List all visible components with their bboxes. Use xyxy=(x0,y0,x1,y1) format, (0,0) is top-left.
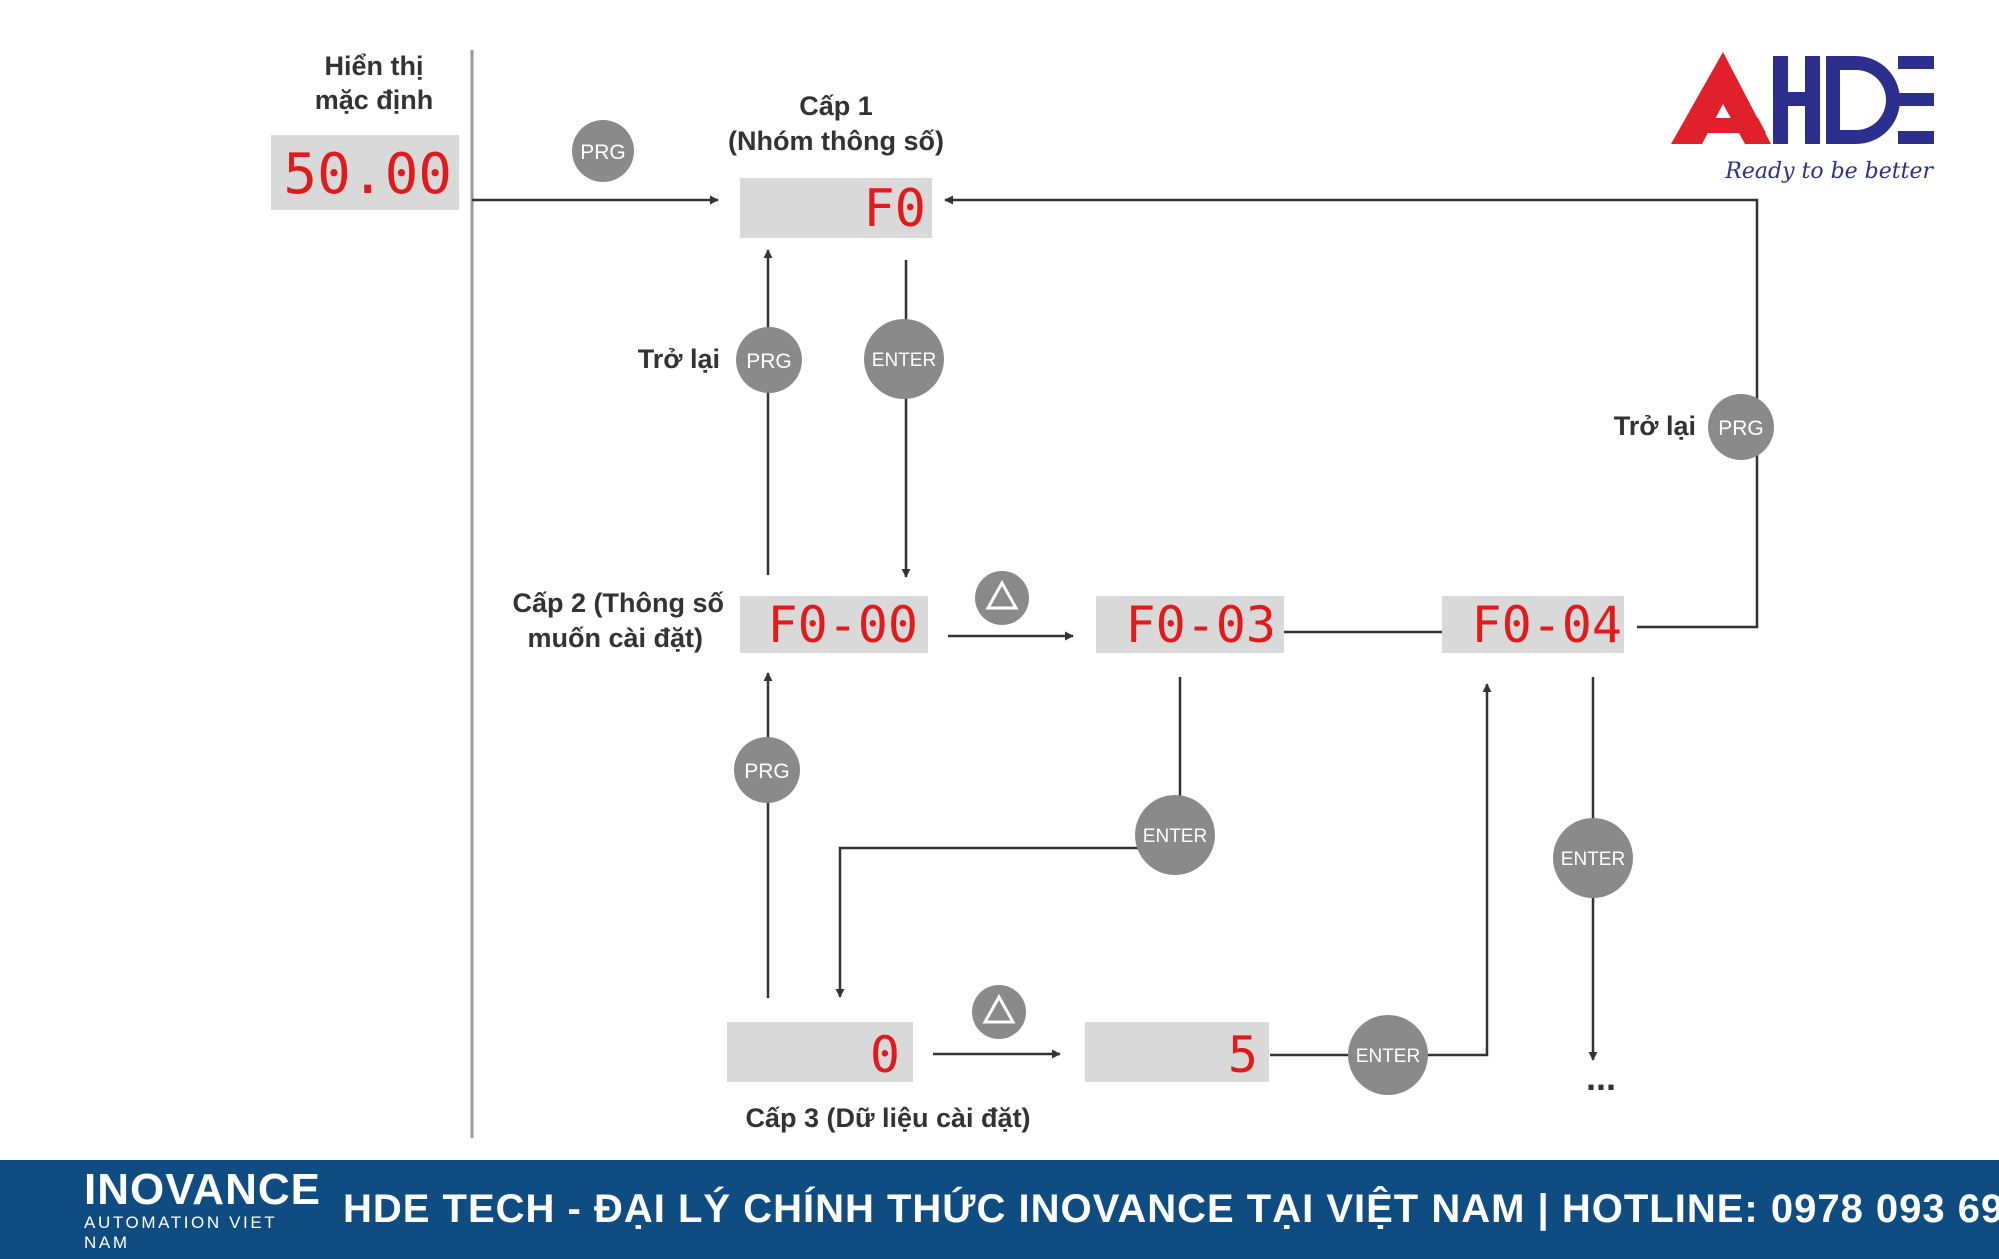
prg-button-data-back-circle xyxy=(734,737,800,803)
enter-button-data-circle xyxy=(1348,1015,1428,1095)
display-default-panel xyxy=(271,135,459,210)
level1-label-line1: Cấp 1 xyxy=(799,91,873,121)
display-default-value: 50.00 xyxy=(283,142,452,207)
enter-button-f0-04-label: ENTER xyxy=(1561,849,1625,870)
enter-button-data[interactable]: ENTER xyxy=(1348,1015,1428,1095)
arrow-data-enter-to-f0-04 xyxy=(1270,683,1492,1057)
logo-e-top xyxy=(1898,56,1934,69)
display-f0-00-value: F0-00 xyxy=(767,596,918,654)
enter-button-f0-03-label: ENTER xyxy=(1143,826,1207,847)
display-f0-03: F0-03 xyxy=(1096,596,1284,654)
continuation-ellipsis: ... xyxy=(1586,1057,1616,1098)
back-label-right: Trở lại xyxy=(1614,411,1696,441)
prg-button-data-back[interactable]: PRG xyxy=(734,737,800,803)
logo-e-mid xyxy=(1898,93,1934,106)
prg-button-top-label: PRG xyxy=(580,141,626,164)
display-data-5-value: 5 xyxy=(1228,1026,1258,1084)
level3-label: Cấp 3 (Dữ liệu cài đặt) xyxy=(745,1103,1030,1133)
logo-a-crossbar xyxy=(1692,118,1766,133)
display-f0-03-panel xyxy=(1096,596,1284,653)
display-f0-04-panel xyxy=(1442,596,1624,653)
display-data-0-panel xyxy=(727,1022,913,1082)
prg-button-back-left-circle xyxy=(736,327,802,393)
logo-h-right xyxy=(1805,56,1820,144)
logo-d-shape xyxy=(1826,56,1900,144)
enter-button-level1[interactable]: ENTER xyxy=(864,319,944,399)
display-f0-03-value: F0-03 xyxy=(1125,596,1276,654)
prg-button-back-left-label: PRG xyxy=(746,350,792,373)
footer-tagline: HDE TECH - ĐẠI LÝ CHÍNH THỨC INOVANCE TẠ… xyxy=(342,1187,1999,1231)
default-display-label-line2: mặc định xyxy=(315,85,434,115)
menu-flow-diagram: Hiển thị mặc định Cấp 1 (Nhóm thông số) … xyxy=(271,50,1934,1138)
footer-brand-sub: AUTOMATION VIET NAM xyxy=(84,1212,277,1252)
display-level1-value: F0 xyxy=(863,179,926,239)
display-f0-00-panel xyxy=(740,596,928,653)
logo-e-bot xyxy=(1898,131,1934,144)
enter-button-f0-04-circle xyxy=(1553,818,1633,898)
enter-button-f0-04[interactable]: ENTER xyxy=(1553,818,1633,898)
up-button-level2-circle xyxy=(975,571,1029,625)
enter-button-f0-03[interactable]: ENTER xyxy=(1135,795,1215,875)
level2-label-line1: Cấp 2 (Thông số xyxy=(513,588,725,618)
logo-slogan: Ready to be better xyxy=(1724,159,1934,184)
back-label-left: Trở lại xyxy=(638,344,720,374)
enter-button-f0-03-circle xyxy=(1135,795,1215,875)
up-button-level2[interactable] xyxy=(975,571,1029,625)
level2-label-line2: muốn cài đặt) xyxy=(527,623,703,653)
footer-brand-name: INOVANCE xyxy=(84,1164,321,1214)
up-button-level3-circle xyxy=(972,985,1026,1039)
arrow-f0-03-enter-to-data xyxy=(835,677,1182,998)
prg-button-back-right[interactable]: PRG xyxy=(1708,394,1774,460)
up-button-level3[interactable] xyxy=(972,985,1026,1039)
enter-button-level1-circle xyxy=(864,319,944,399)
enter-button-data-label: ENTER xyxy=(1356,1046,1420,1067)
display-level1-panel xyxy=(740,178,932,238)
prg-button-back-right-circle xyxy=(1708,394,1774,460)
display-level1: F0 xyxy=(740,178,932,239)
level1-label-line2: (Nhóm thông số) xyxy=(728,126,944,156)
prg-button-back-left[interactable]: PRG xyxy=(736,327,802,393)
display-default: 50.00 xyxy=(271,135,459,210)
prg-button-top-circle xyxy=(572,120,634,182)
display-f0-00: F0-00 xyxy=(740,596,928,654)
display-f0-04: F0-04 xyxy=(1442,596,1624,654)
up-arrow-icon xyxy=(982,993,1016,1024)
up-arrow-icon xyxy=(985,579,1019,610)
prg-button-back-right-label: PRG xyxy=(1718,417,1764,440)
display-data-0: 0 xyxy=(727,1022,913,1084)
display-data-5-panel xyxy=(1085,1022,1269,1082)
display-data-0-value: 0 xyxy=(870,1026,900,1084)
prg-button-top[interactable]: PRG xyxy=(572,120,634,182)
footer-banner: INOVANCE AUTOMATION VIET NAM HDE TECH - … xyxy=(0,1160,1999,1259)
enter-button-level1-label: ENTER xyxy=(872,350,936,371)
ahde-logo: Ready to be better xyxy=(1671,52,1934,184)
default-display-label-line1: Hiển thị xyxy=(325,51,424,81)
display-f0-04-value: F0-04 xyxy=(1471,596,1622,654)
display-data-5: 5 xyxy=(1085,1022,1269,1084)
footer-brand: INOVANCE AUTOMATION VIET NAM xyxy=(84,1164,321,1253)
prg-button-data-back-label: PRG xyxy=(744,760,790,783)
